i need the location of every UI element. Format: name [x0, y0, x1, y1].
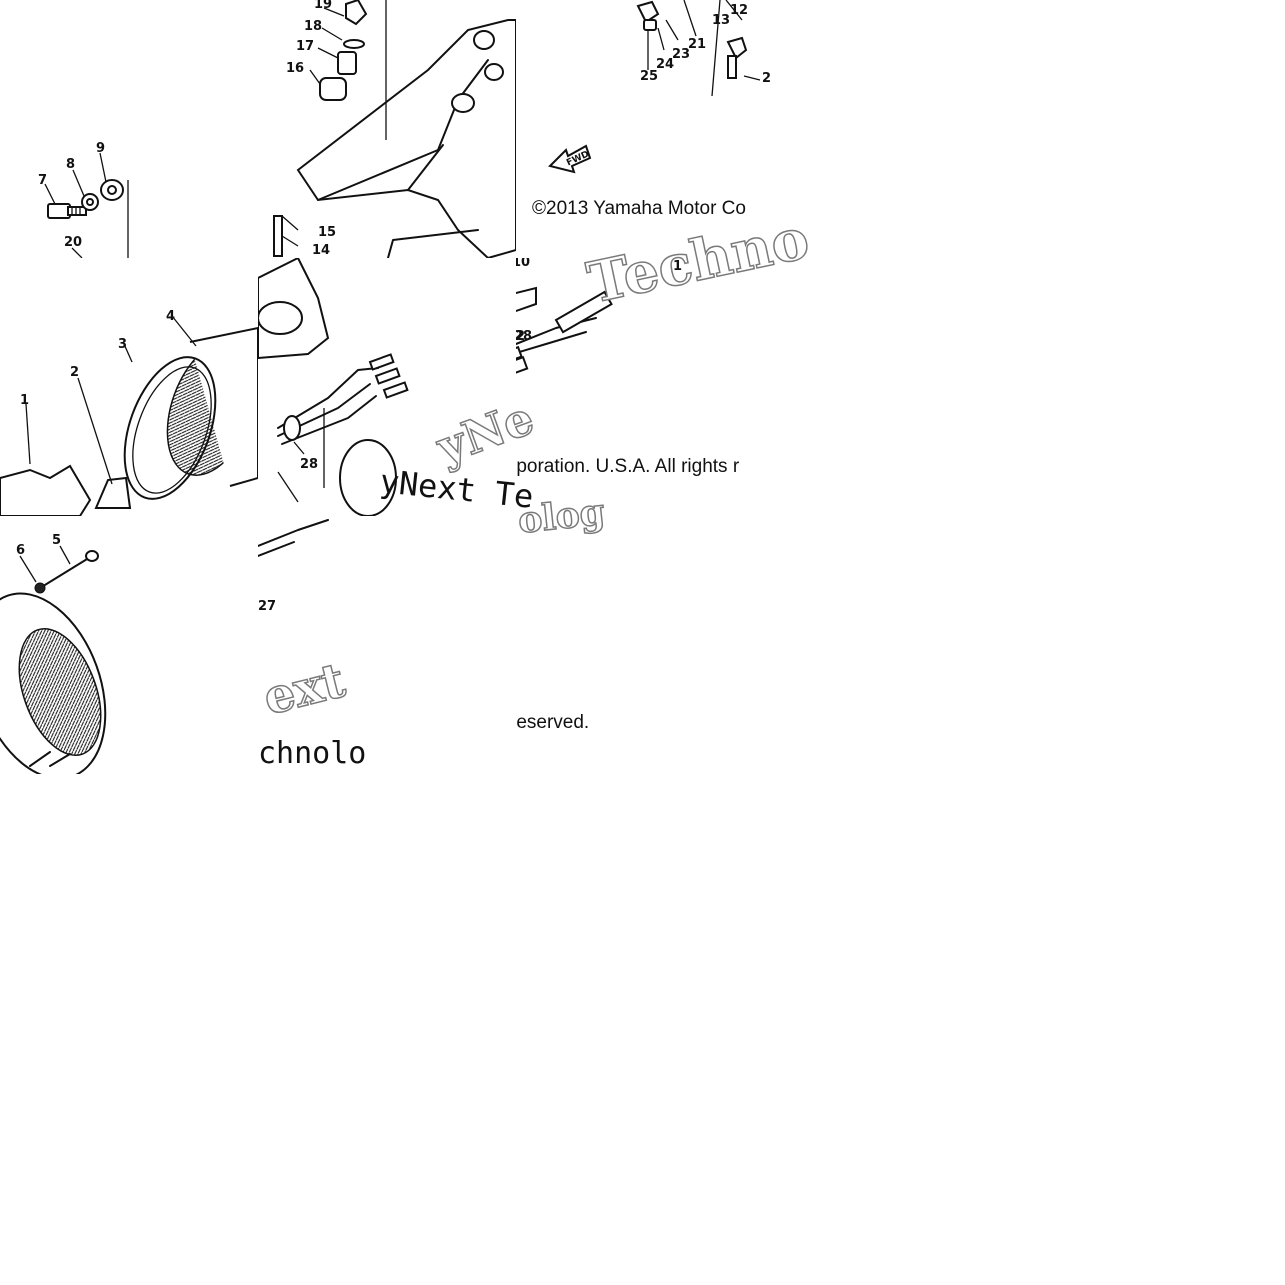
bulb-2-icon — [94, 476, 132, 509]
label-1: 1 — [20, 393, 29, 408]
lens-cover-icon — [339, 439, 397, 516]
reflector-icon — [258, 258, 330, 360]
copyright-line-2: rporation. U.S.A. All rights r — [516, 456, 740, 477]
label-19: 19 — [314, 0, 332, 12]
label-16: 16 — [286, 61, 304, 76]
label-14: 14 — [312, 243, 330, 258]
copyright-line-3: reserved. — [516, 712, 590, 733]
label-8: 8 — [66, 157, 75, 172]
diagram-tile-top-middle: 19 18 17 16 15 14 — [258, 0, 516, 258]
diagram-tile-center: 28 — [258, 258, 516, 516]
copyright-line-1: ©2013 Yamaha Motor Co — [532, 198, 746, 219]
label-23: 23 — [672, 47, 690, 62]
diagram-tile-top-right: FWD 12 13 21 2 23 24 25 ©2013 Yamaha Mot… — [516, 0, 774, 258]
label-12: 12 — [730, 3, 748, 18]
label-20: 20 — [64, 235, 82, 250]
label-10: 10 — [516, 258, 530, 270]
label-28b: 28 — [516, 329, 532, 344]
label-5: 5 — [52, 533, 61, 548]
label-28a: 28 — [300, 457, 318, 472]
label-29: 2 — [516, 329, 525, 344]
diagram-tile-bottom-right: reserved. — [516, 516, 774, 774]
nut-6-icon — [34, 582, 46, 594]
watermark-chnolo: chnolo — [258, 736, 367, 771]
headlight-shell-4-icon — [166, 326, 258, 487]
label-11: 11 — [664, 259, 682, 274]
label-15: 15 — [318, 225, 336, 240]
diagram-tile-middle-right: 28 10 11 2 rporation. U.S.A. All rights … — [516, 258, 774, 516]
lens-1-icon — [0, 464, 92, 516]
diagram-tile-bottom-center: 27 — [258, 516, 516, 774]
label-7: 7 — [38, 173, 47, 188]
fwd-arrow-icon: FWD — [548, 144, 592, 174]
label-27: 27 — [258, 599, 276, 614]
small-parts-21-25-icon — [636, 0, 748, 79]
label-24: 24 — [656, 57, 674, 72]
bolt-7-icon — [47, 203, 87, 219]
washer-8-icon — [81, 193, 99, 211]
rim-3-icon — [123, 356, 217, 500]
wiring-harness-icon — [277, 353, 409, 445]
label-21: 21 — [688, 37, 706, 52]
screw-5-icon — [39, 550, 99, 589]
diagram-tile-bottom-left: 6 5 — [0, 516, 258, 774]
label-17: 17 — [296, 39, 314, 54]
label-22: 2 — [762, 71, 771, 86]
label-9: 9 — [96, 141, 105, 156]
label-3: 3 — [118, 337, 127, 352]
label-2: 2 — [70, 365, 79, 380]
label-6: 6 — [16, 543, 25, 558]
label-4: 4 — [166, 309, 175, 324]
diagram-tile-middle-left: 4 3 2 1 — [0, 258, 258, 516]
bushing-stack-icon — [319, 0, 368, 101]
headlight-housing-icon — [0, 592, 107, 774]
harness-connector-icon — [516, 286, 613, 381]
headlight-bracket-icon — [296, 19, 516, 258]
label-13: 13 — [712, 13, 730, 28]
label-18: 18 — [304, 19, 322, 34]
label-25: 25 — [640, 69, 658, 84]
nut-9-icon — [100, 179, 124, 201]
diagram-tile-top-left: 7 8 9 20 — [0, 0, 258, 258]
